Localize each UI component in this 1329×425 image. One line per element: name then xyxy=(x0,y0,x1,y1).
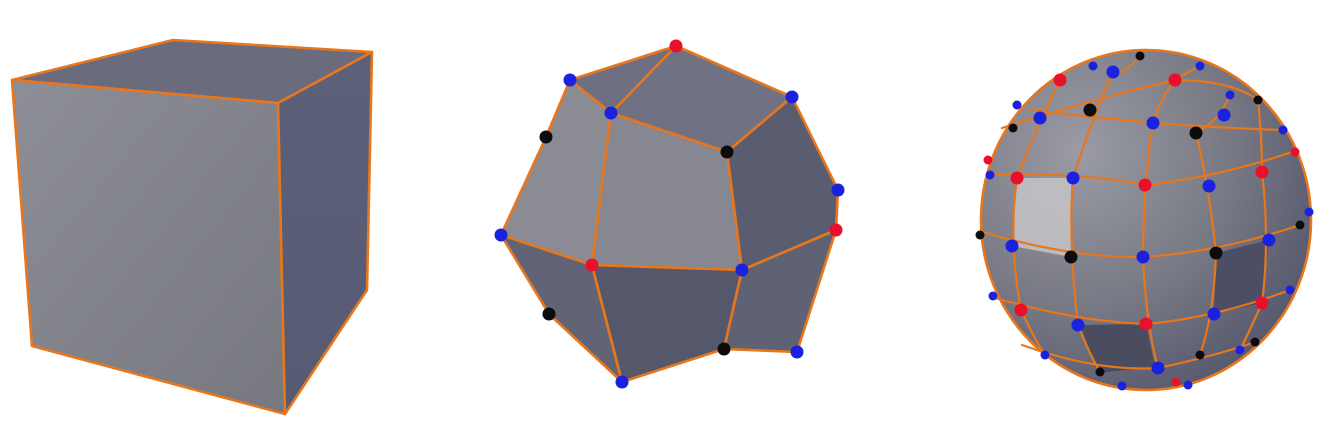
polyhedron-vertices xyxy=(494,39,845,389)
sphere-highlight-face xyxy=(1012,178,1073,257)
vertex-dot xyxy=(1064,250,1078,264)
sphere-edge xyxy=(1238,98,1268,352)
vertex-dot xyxy=(1010,171,1024,185)
vertex-dot xyxy=(1225,90,1235,100)
cube-front-face xyxy=(10,78,287,416)
vertex-dot xyxy=(1195,350,1205,360)
level-1-panel xyxy=(494,39,845,389)
vertex-dot xyxy=(539,130,553,144)
vertex-dot xyxy=(790,345,804,359)
cube-right-face xyxy=(276,50,374,416)
vertex-dot xyxy=(1095,367,1105,377)
vertex-dot xyxy=(1040,350,1050,360)
vertex-dot xyxy=(831,183,845,197)
vertex-dot xyxy=(494,228,508,242)
vertex-dot xyxy=(1253,95,1263,105)
vertex-dot xyxy=(1202,179,1216,193)
vertex-dot xyxy=(1071,318,1085,332)
vertex-dot xyxy=(1151,361,1165,375)
vertex-dot xyxy=(615,375,629,389)
vertex-dot xyxy=(1290,147,1300,157)
vertex-dot xyxy=(1117,381,1127,391)
vertex-dot xyxy=(669,39,683,53)
level-2-panel xyxy=(975,48,1314,392)
vertex-dot xyxy=(1033,111,1047,125)
vertex-dot xyxy=(1135,51,1145,61)
vertex-dot xyxy=(985,170,995,180)
sphere-vertices xyxy=(975,51,1314,391)
vertex-dot xyxy=(1088,61,1098,71)
vertex-dot xyxy=(1168,73,1182,87)
vertex-dot xyxy=(785,90,799,104)
vertex-dot xyxy=(735,263,749,277)
vertex-dot xyxy=(1012,100,1022,110)
vertex-dot xyxy=(1106,65,1120,79)
vertex-dot xyxy=(1304,207,1314,217)
vertex-dot xyxy=(585,258,599,272)
vertex-dot xyxy=(1262,233,1276,247)
vertex-dot xyxy=(975,230,985,240)
vertex-dot xyxy=(1278,125,1288,135)
vertex-dot xyxy=(1014,303,1028,317)
vertex-dot xyxy=(988,291,998,301)
vertex-dot xyxy=(1008,123,1018,133)
sphere-dark-face-2 xyxy=(1214,240,1269,314)
vertex-dot xyxy=(1217,108,1231,122)
vertex-dot xyxy=(829,223,843,237)
cube-panel xyxy=(10,38,374,416)
vertex-dot xyxy=(1209,246,1223,260)
vertex-dot xyxy=(1207,307,1221,321)
vertex-dot xyxy=(717,342,731,356)
vertex-dot xyxy=(1295,220,1305,230)
vertex-dot xyxy=(1255,296,1269,310)
vertex-dot xyxy=(1146,116,1160,130)
vertex-dot xyxy=(1250,337,1260,347)
vertex-dot xyxy=(1285,285,1295,295)
sphere-dark-face xyxy=(1080,324,1155,373)
vertex-dot xyxy=(563,73,577,87)
vertex-dot xyxy=(1171,377,1181,387)
vertex-dot xyxy=(1053,73,1067,87)
vertex-dot xyxy=(1066,171,1080,185)
vertex-dot xyxy=(1138,178,1152,192)
vertex-dot xyxy=(604,106,618,120)
vertex-dot xyxy=(1083,103,1097,117)
vertex-dot xyxy=(983,155,993,165)
vertex-dot xyxy=(720,145,734,159)
vertex-dot xyxy=(1136,250,1150,264)
vertex-dot xyxy=(1139,317,1153,331)
vertex-dot xyxy=(1255,165,1269,179)
vertex-dot xyxy=(542,307,556,321)
vertex-dot xyxy=(1183,380,1193,390)
sphere-edge xyxy=(1070,70,1115,374)
vertex-dot xyxy=(1005,239,1019,253)
vertex-dot xyxy=(1195,61,1205,71)
sphere-edge xyxy=(1000,78,1260,130)
vertex-dot xyxy=(1189,126,1203,140)
vertex-dot xyxy=(1235,345,1245,355)
